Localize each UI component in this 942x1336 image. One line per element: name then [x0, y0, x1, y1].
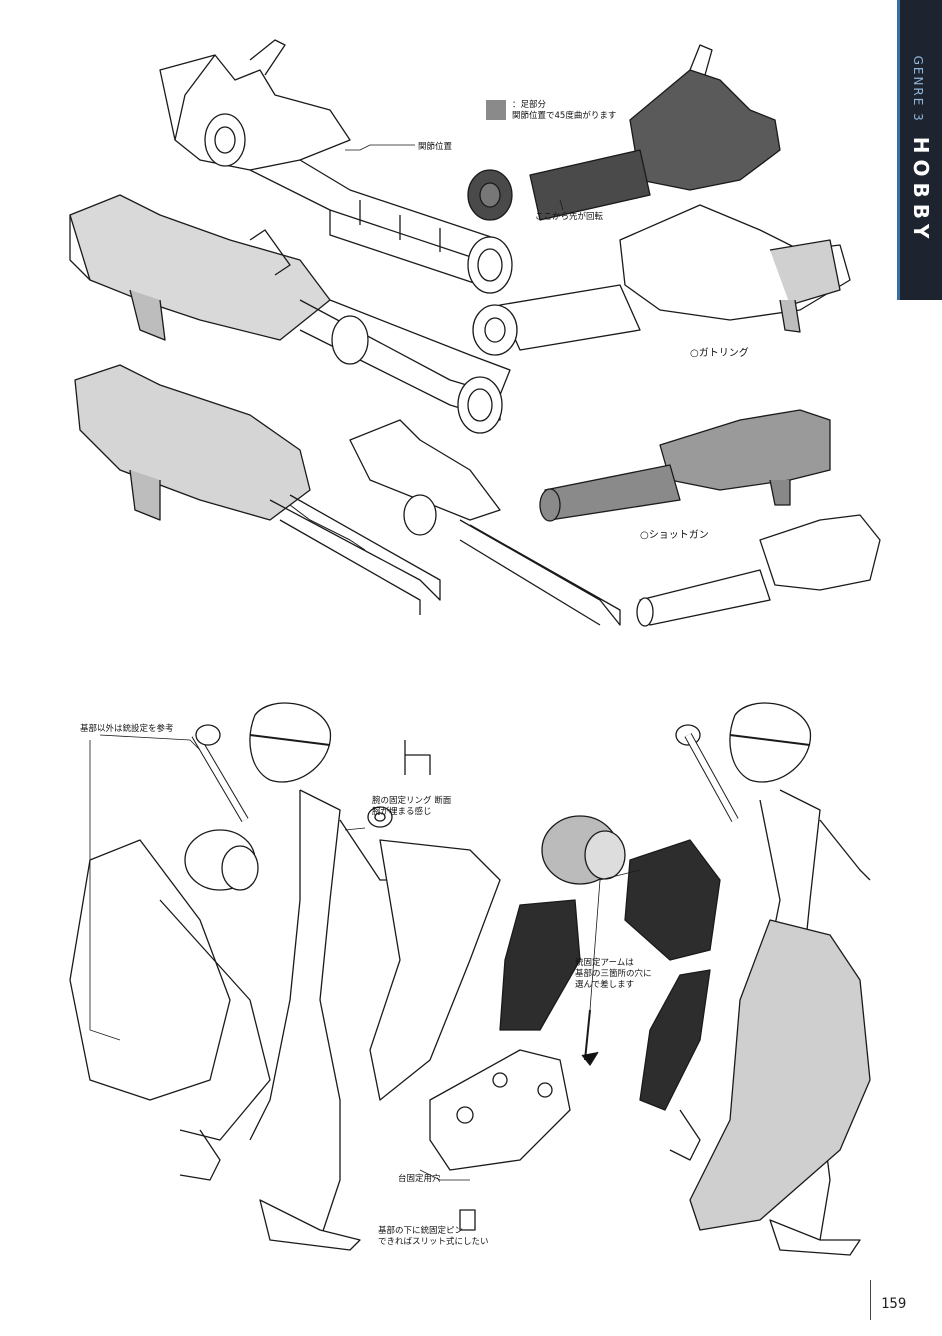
- label-arm-fixing: 銃固定アームは 基部の三箇所の穴に 選んで差します: [575, 958, 652, 990]
- parts-sketch-middle: [369, 815, 721, 1231]
- shotgun-sketch-grey-2: [539, 409, 831, 522]
- shotgun-sketch-white-2: [636, 514, 881, 627]
- label-joint-position: 関節位置: [418, 142, 453, 152]
- gatling-sketch-white-2: [472, 204, 851, 356]
- label-rotate-from-here: ここから先が回転: [535, 212, 604, 222]
- label-legend-desc: 関節位置で45度曲がります: [512, 111, 617, 121]
- weapon-sketch-illustration: [69, 39, 881, 1256]
- gatling-sketch-dark: [467, 44, 781, 221]
- gatling-sketch-white: [159, 39, 513, 294]
- label-gatling: ○ガトリング: [690, 348, 749, 359]
- shotgun-sketch-grey: [74, 364, 621, 626]
- figure-sketch-right: [669, 702, 871, 1256]
- label-ring-section: 腕の固定リング 断面 腕が埋まる感じ: [372, 796, 452, 817]
- ring-detail: [367, 740, 431, 828]
- genre-label: GENRE 3: [911, 55, 925, 123]
- label-refer-gun-settings: 基部以外は銃設定を参考: [80, 724, 174, 734]
- label-shotgun: ○ショットガン: [640, 530, 709, 541]
- label-legend-title: ：足部分: [512, 100, 547, 110]
- page-number-rule: [870, 1280, 871, 1320]
- legend-swatch: [486, 100, 506, 120]
- gatling-sketch-grey: [69, 194, 511, 434]
- label-slit-pin: 基部の下に銃固定ピン できればスリット式にしたい: [378, 1226, 489, 1247]
- figure-sketch-left: [69, 702, 390, 1251]
- label-base-hole: 台固定用穴: [398, 1174, 441, 1184]
- section-tab: GENRE 3 HOBBY: [897, 0, 942, 300]
- section-title: HOBBY: [909, 136, 933, 245]
- page-number: 159: [881, 1296, 907, 1312]
